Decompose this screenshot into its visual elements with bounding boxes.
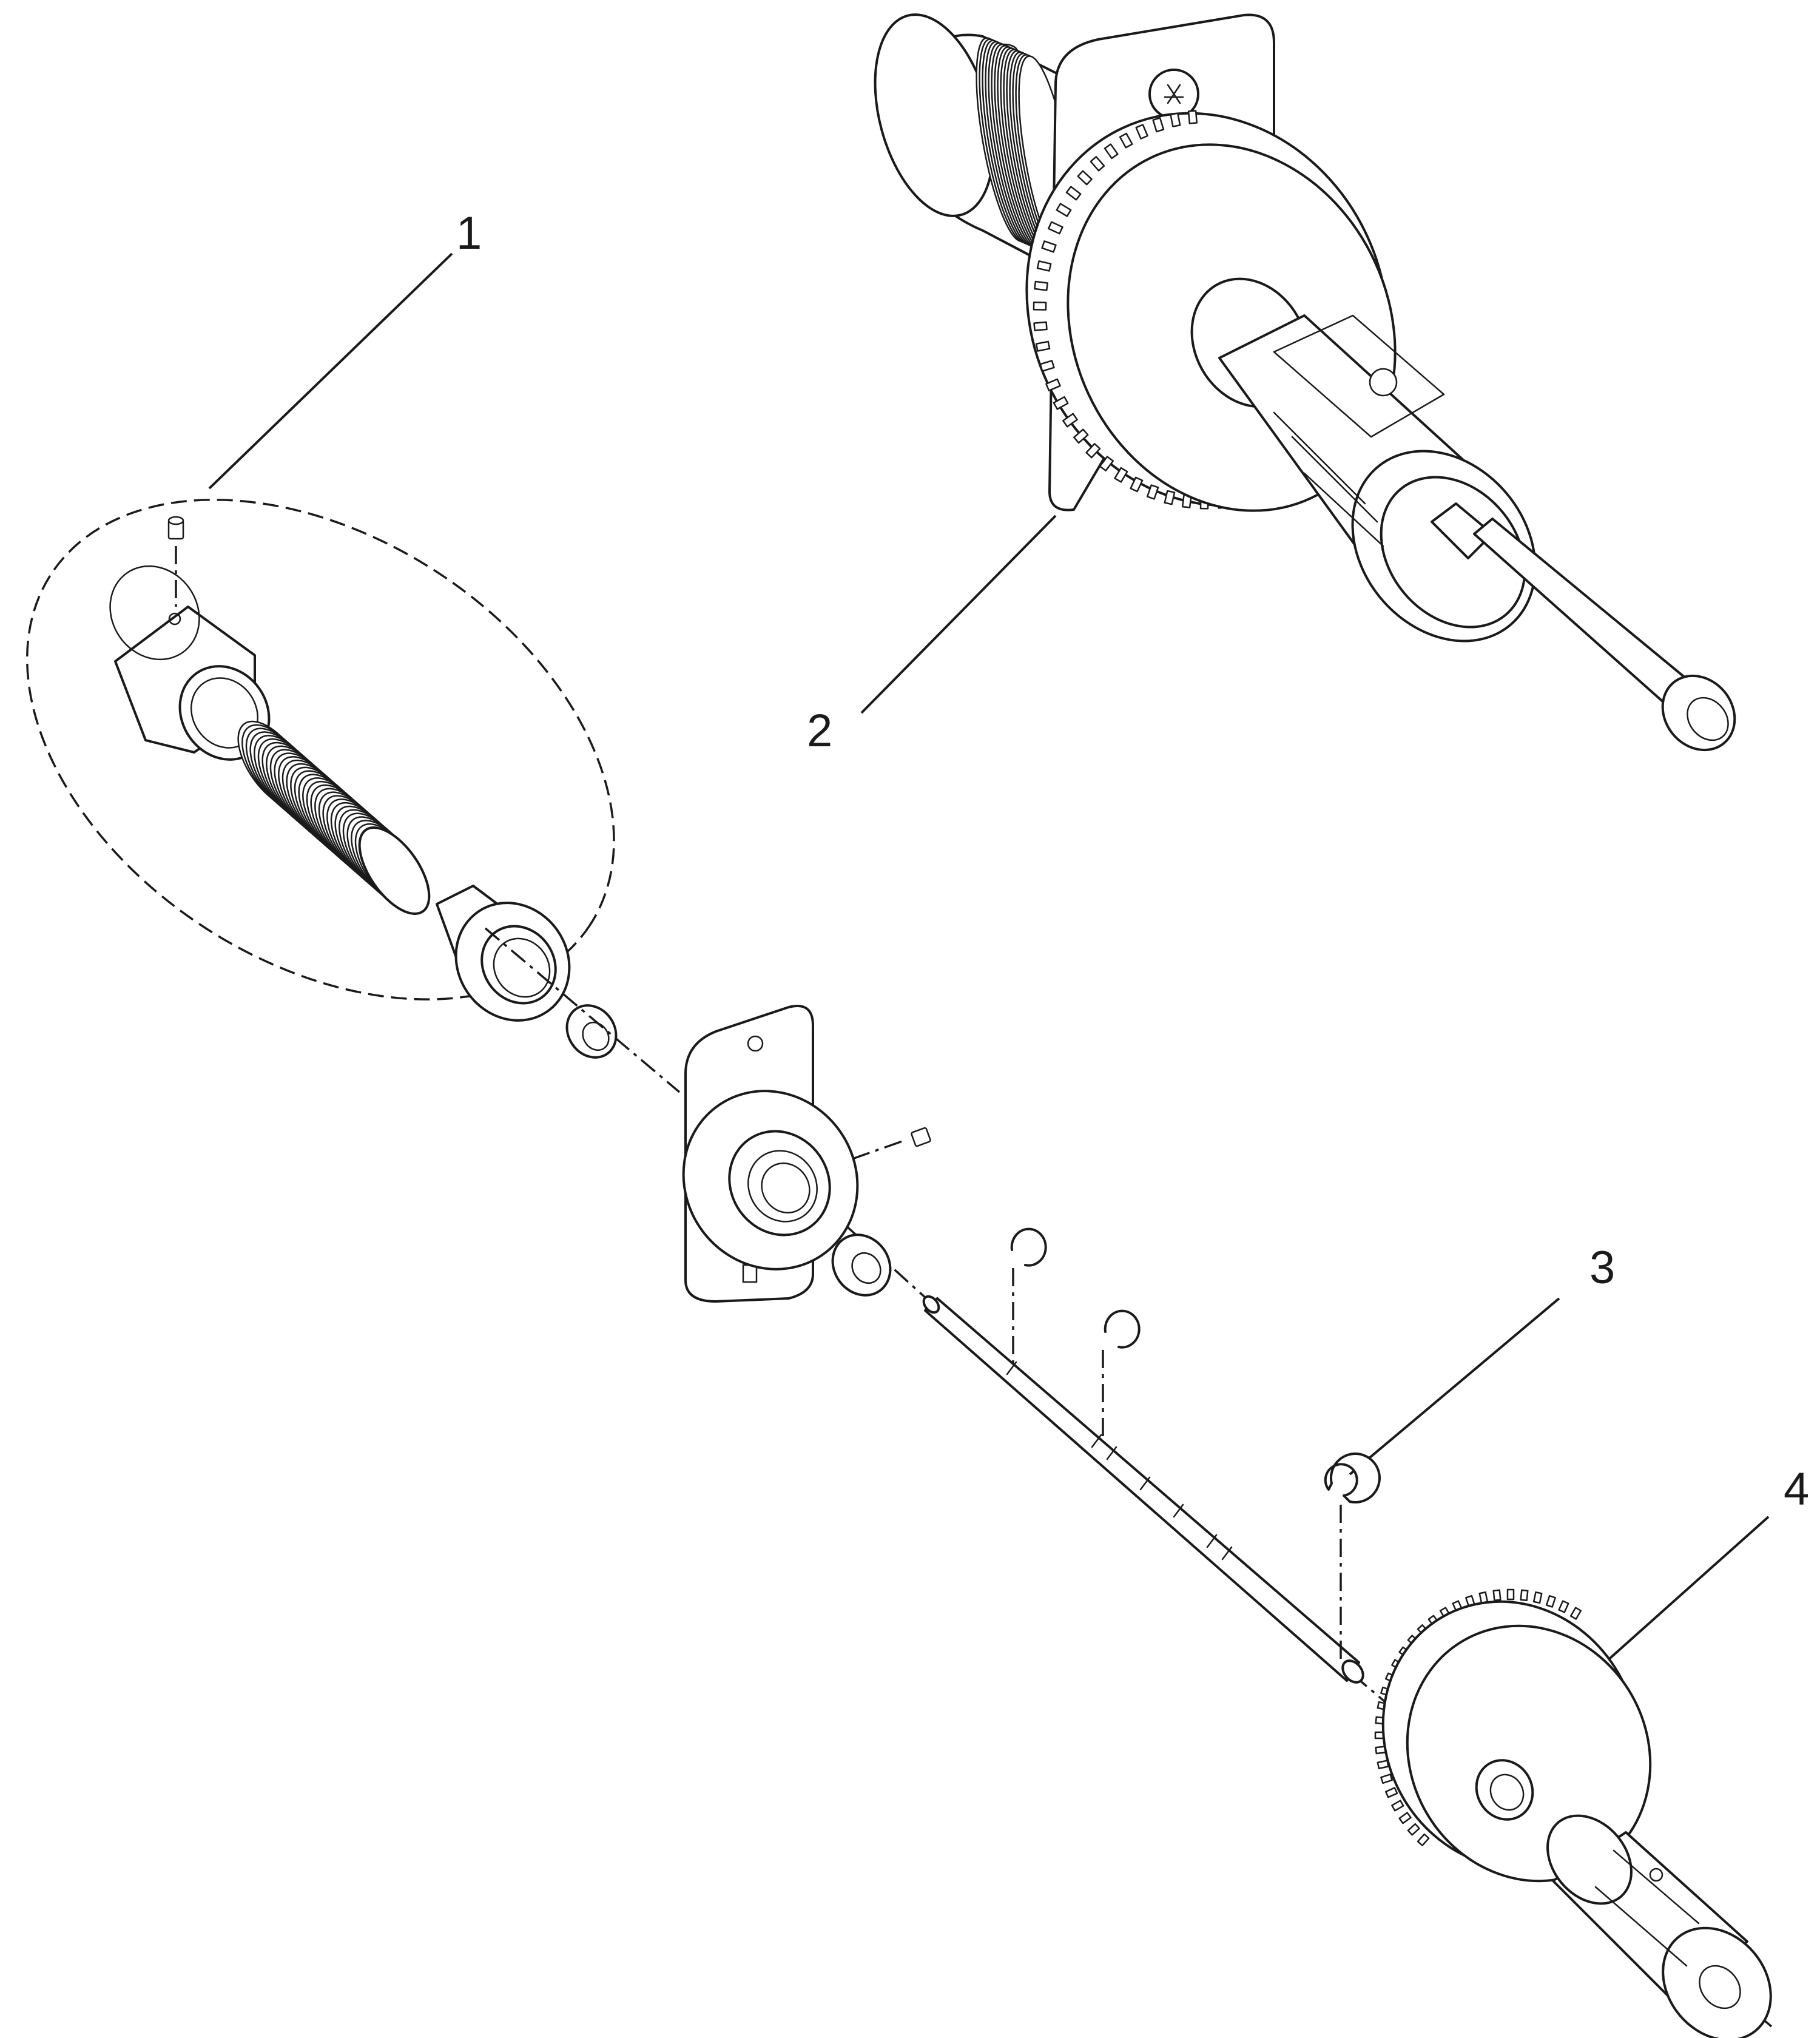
callout-1: 1 (208, 208, 482, 490)
threaded-spring (237, 720, 431, 915)
washer-small (565, 1004, 618, 1059)
flange-bushing (436, 885, 571, 1022)
coil-turn (358, 826, 431, 915)
gear-tooth (1077, 170, 1093, 186)
gear-tooth (1034, 280, 1048, 291)
gear-tooth (1380, 1773, 1393, 1784)
gear-tooth (1398, 1812, 1412, 1824)
gear-tooth (1033, 321, 1048, 331)
gear-tooth (1164, 490, 1176, 505)
gear-tooth (1056, 203, 1072, 217)
gear-tooth (1085, 443, 1101, 459)
gear-tooth (1492, 1589, 1502, 1601)
drive-shaft (922, 1295, 1364, 1684)
gear-tooth (1377, 1760, 1389, 1770)
gear-tooth (1114, 467, 1128, 483)
gear-tooth (1407, 1823, 1420, 1836)
set-screw-side (911, 1127, 931, 1147)
gear-tooth (1569, 1607, 1582, 1620)
subassembly-1-group (25, 499, 615, 1022)
gear-tooth (1391, 1800, 1404, 1812)
washer-middle (831, 1233, 892, 1297)
gear-wheel-4 (1374, 1588, 1652, 1883)
gear-tooth (1035, 340, 1051, 352)
gear-tooth (1532, 1591, 1543, 1604)
callout-2: 2 (807, 515, 1057, 757)
callout-1-leader (208, 252, 453, 490)
side-screw-axis (852, 1139, 905, 1160)
gear-tooth (1048, 221, 1063, 235)
callout-2-label: 2 (807, 705, 832, 757)
gear-tooth (1104, 143, 1119, 160)
gear-tooth (1036, 260, 1052, 272)
gear-tooth (1558, 1600, 1569, 1613)
gear-tooth (1506, 1588, 1515, 1601)
gear-tooth (1041, 240, 1057, 253)
gear-tooth (1170, 112, 1181, 127)
gear-tooth (1039, 360, 1055, 372)
gear-tooth (1135, 124, 1148, 140)
axis-line-a (484, 927, 681, 1093)
gear-tooth (1384, 1787, 1398, 1798)
group-boundary (25, 499, 615, 1000)
gear-tooth (1520, 1589, 1529, 1601)
gear-tooth (1065, 186, 1082, 201)
mounting-bracket (682, 1005, 859, 1303)
gear-tooth (1099, 456, 1114, 472)
retaining-ring-3 (1324, 1453, 1381, 1503)
gear-tooth (1053, 396, 1069, 410)
callout-3: 3 (1349, 1242, 1615, 1476)
gear-tooth (1417, 1833, 1430, 1846)
callout-3-leader (1349, 1297, 1560, 1476)
gear-tooth (1062, 413, 1078, 428)
callout-2-leader (860, 515, 1057, 714)
set-screw-top (167, 516, 184, 540)
callout-1-label: 1 (456, 208, 482, 259)
callout-4-label: 4 (1784, 1463, 1809, 1515)
gear-tooth (1187, 110, 1198, 124)
gear-tooth (1073, 428, 1089, 444)
gear-tooth (1152, 117, 1165, 133)
gear-tooth (1090, 156, 1105, 172)
gear-tooth (1130, 476, 1144, 493)
assembled-unit-2 (874, 13, 1736, 752)
coupling-knob-4 (1546, 1814, 1772, 2038)
gear-tooth (1045, 378, 1061, 392)
gear-tooth (1146, 484, 1159, 500)
gear-tooth (1119, 132, 1133, 149)
gear-tooth (1545, 1594, 1556, 1608)
e-clip-1 (1010, 1227, 1047, 1267)
callout-3-label: 3 (1589, 1242, 1615, 1294)
gear-tooth (1033, 302, 1047, 311)
e-clip-2 (1104, 1309, 1141, 1349)
